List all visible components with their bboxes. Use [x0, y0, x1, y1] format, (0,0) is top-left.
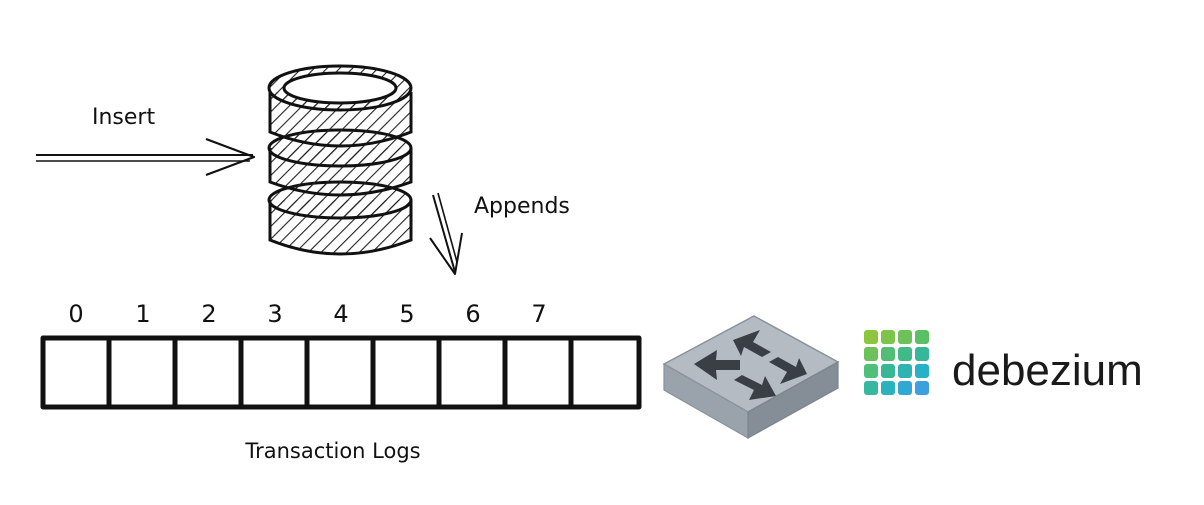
log-cell: [106, 335, 178, 410]
log-index: 4: [333, 300, 348, 328]
log-index: 3: [267, 300, 282, 328]
log-index: 5: [399, 300, 414, 328]
log-index: 2: [201, 300, 216, 328]
log-cell: [436, 335, 508, 410]
log-cell: [172, 335, 244, 410]
log-cell: [370, 335, 442, 410]
transaction-logs-label: Transaction Logs: [244, 439, 420, 463]
network-switch-icon: [662, 315, 840, 440]
log-cell: [502, 335, 574, 410]
insert-arrow: [36, 137, 256, 177]
database-cylinder-icon: [267, 64, 413, 256]
log-cell: [40, 335, 112, 410]
log-index: 7: [531, 300, 546, 328]
log-index: 0: [68, 300, 83, 328]
log-cell: [238, 335, 310, 410]
log-index: 6: [465, 300, 480, 328]
appends-label: Appends: [474, 194, 570, 219]
transaction-log: [40, 335, 642, 410]
appends-arrow: [429, 192, 463, 275]
log-cell: [304, 335, 376, 410]
debezium-logo-icon: [864, 330, 929, 395]
debezium-wordmark: debezium: [952, 346, 1143, 395]
log-index: 1: [135, 300, 150, 328]
insert-label: Insert: [92, 105, 155, 130]
log-index-labels: 0 1 2 3 4 5 6 7: [68, 300, 546, 328]
log-cell: [568, 335, 642, 410]
